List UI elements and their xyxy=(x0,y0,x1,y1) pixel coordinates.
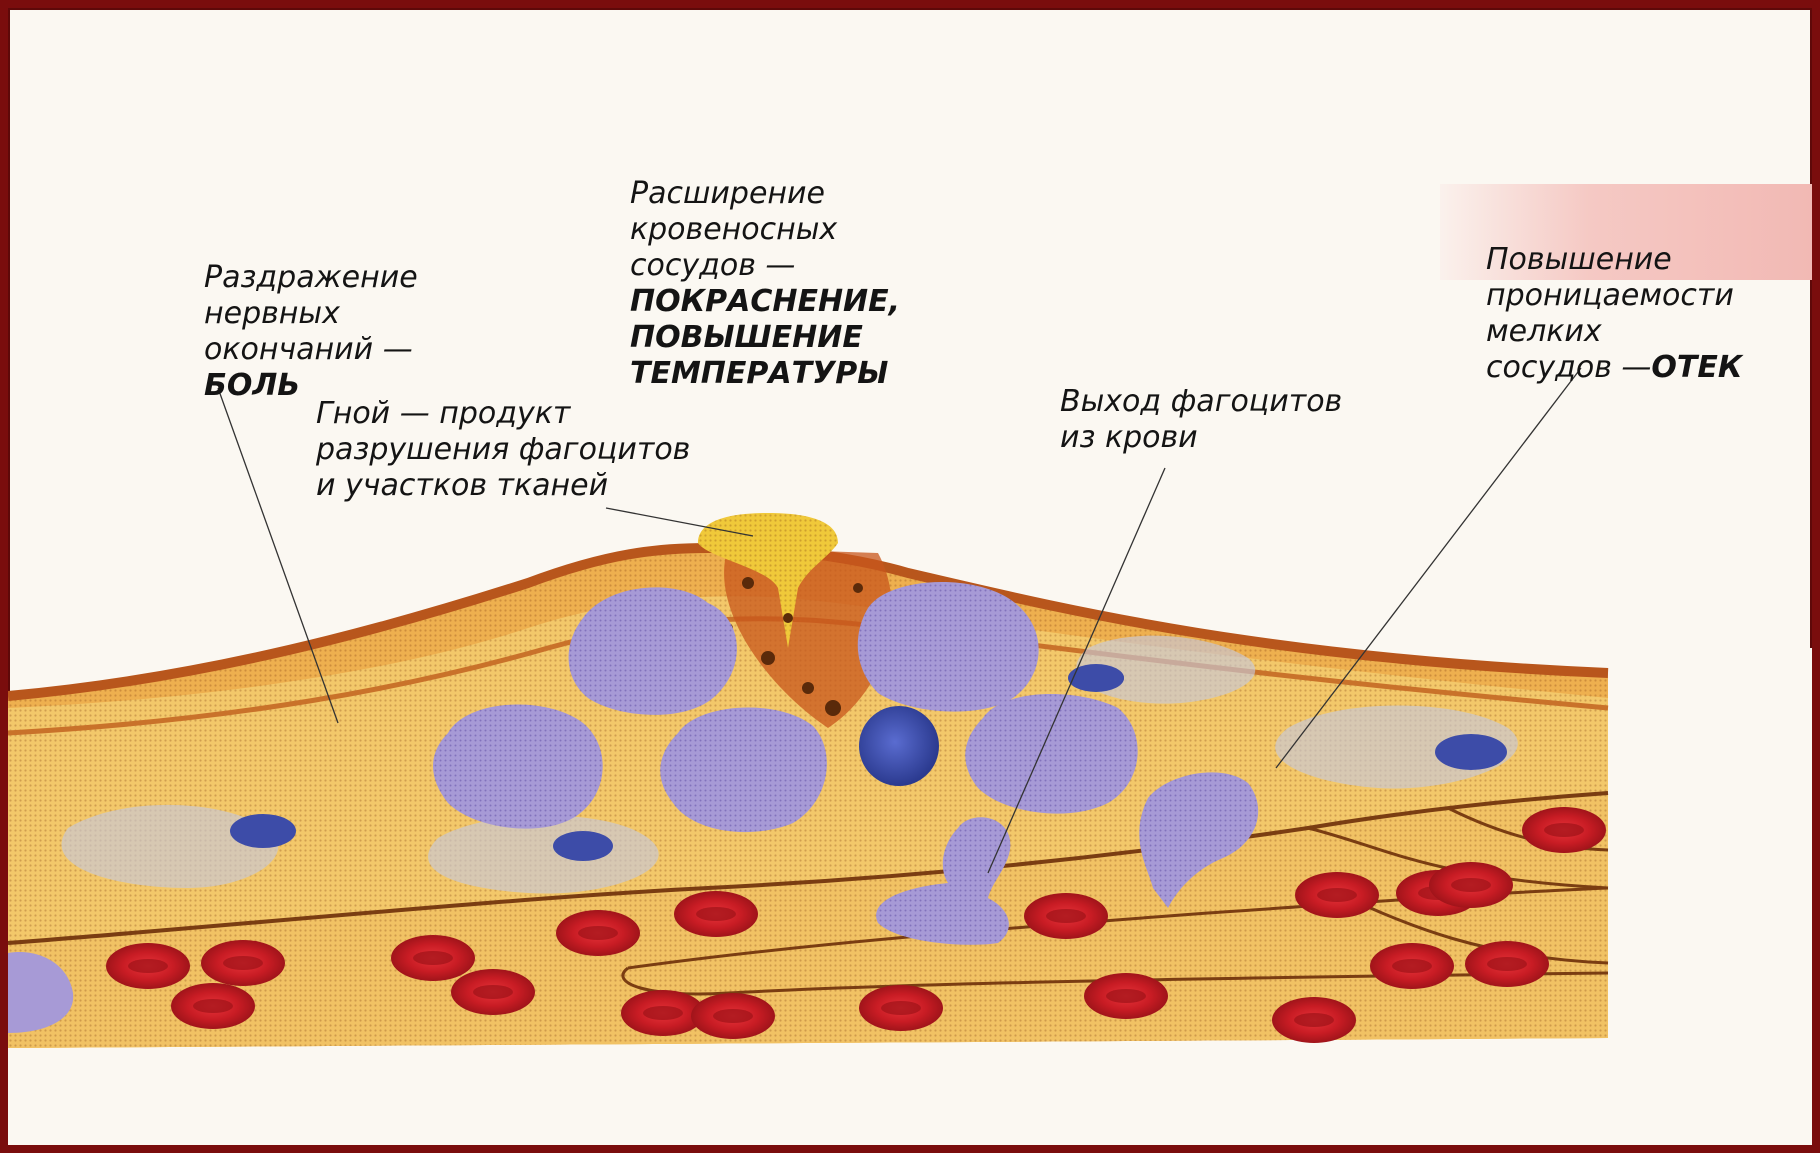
erythrocyte-icon xyxy=(1370,943,1454,989)
erythrocyte-icon xyxy=(391,935,475,981)
lymphocyte-icon xyxy=(859,706,939,786)
erythrocyte-icon xyxy=(1024,893,1108,939)
erythrocyte-icon xyxy=(1272,997,1356,1043)
erythrocyte-icon xyxy=(451,969,535,1015)
label-phagocytes-exit: Выход фагоцитов из крови xyxy=(1060,384,1342,456)
inflammation-illustration xyxy=(8,8,1812,1145)
erythrocyte-icon xyxy=(171,983,255,1029)
erythrocyte-icon xyxy=(859,985,943,1031)
phagocyte-icon xyxy=(858,582,1039,712)
erythrocyte-icon xyxy=(1084,973,1168,1019)
erythrocyte-icon xyxy=(1522,807,1606,853)
lymphocyte-icon xyxy=(1068,664,1124,692)
erythrocyte-icon xyxy=(1429,862,1513,908)
phagocyte-icon xyxy=(965,694,1137,814)
label-pus: Гной — продукт разрушения фагоцитов и уч… xyxy=(316,396,690,504)
erythrocyte-icon xyxy=(201,940,285,986)
erythrocyte-icon xyxy=(1465,941,1549,987)
phagocyte-icon xyxy=(433,705,603,829)
erythrocyte-icon xyxy=(106,943,190,989)
label-redness: Расширение кровеносных сосудов — ПОКРАСН… xyxy=(630,140,900,428)
erythrocyte-icon xyxy=(691,993,775,1039)
label-edema: Повышение проницаемости мелких сосудов —… xyxy=(1486,206,1742,386)
erythrocyte-icon xyxy=(674,891,758,937)
phagocyte-icon xyxy=(660,708,827,833)
slide: Раздражение нервных окончаний — БОЛЬ Рас… xyxy=(8,8,1812,1145)
erythrocyte-icon xyxy=(1295,872,1379,918)
erythrocyte-icon xyxy=(556,910,640,956)
